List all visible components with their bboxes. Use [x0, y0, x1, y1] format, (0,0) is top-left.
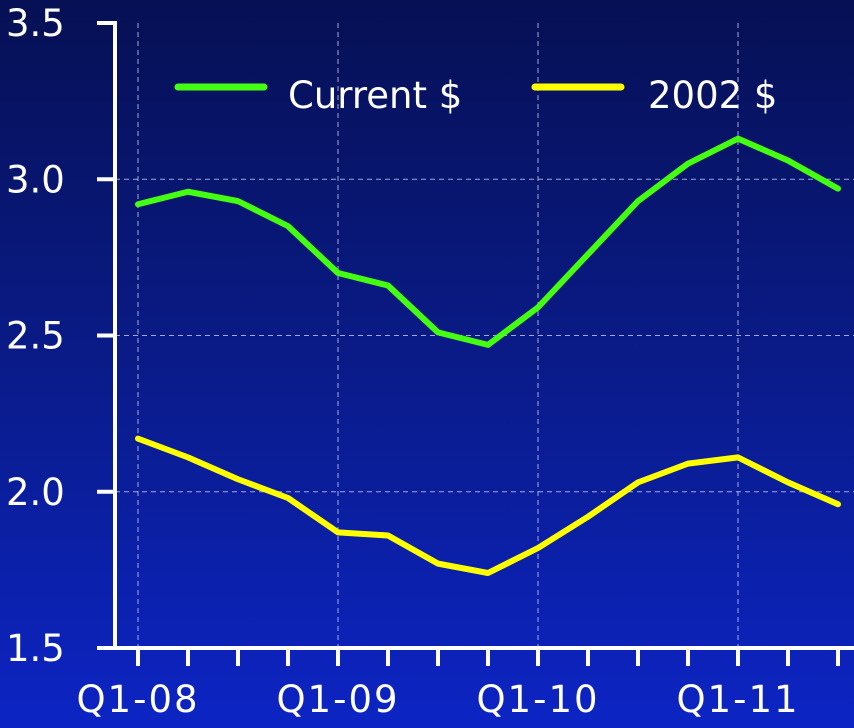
gridlines — [115, 23, 854, 648]
y-tick-label: 3.0 — [6, 158, 65, 201]
y-tick-label: 2.0 — [6, 471, 65, 514]
series-lines — [135, 135, 841, 576]
y-axis-ticks: 1.5 2.0 2.5 3.0 3.5 — [6, 2, 115, 670]
x-tick-label: Q1-11 — [676, 678, 799, 721]
x-tick-label: Q1-08 — [76, 678, 199, 721]
legend: Current $ 2002 $ — [174, 74, 777, 117]
series-line — [135, 435, 841, 576]
x-axis-ticks: Q1-08 Q1-09 Q1-10 Q1-11 — [76, 648, 840, 721]
x-tick-label: Q1-10 — [476, 678, 599, 721]
y-tick-label: 1.5 — [6, 627, 65, 670]
y-tick-label: 3.5 — [6, 2, 65, 45]
x-tick-label: Q1-09 — [276, 678, 399, 721]
y-tick-label: 2.5 — [6, 315, 65, 358]
series-line — [135, 135, 841, 348]
legend-label: 2002 $ — [648, 74, 777, 117]
legend-label: Current $ — [288, 74, 462, 117]
